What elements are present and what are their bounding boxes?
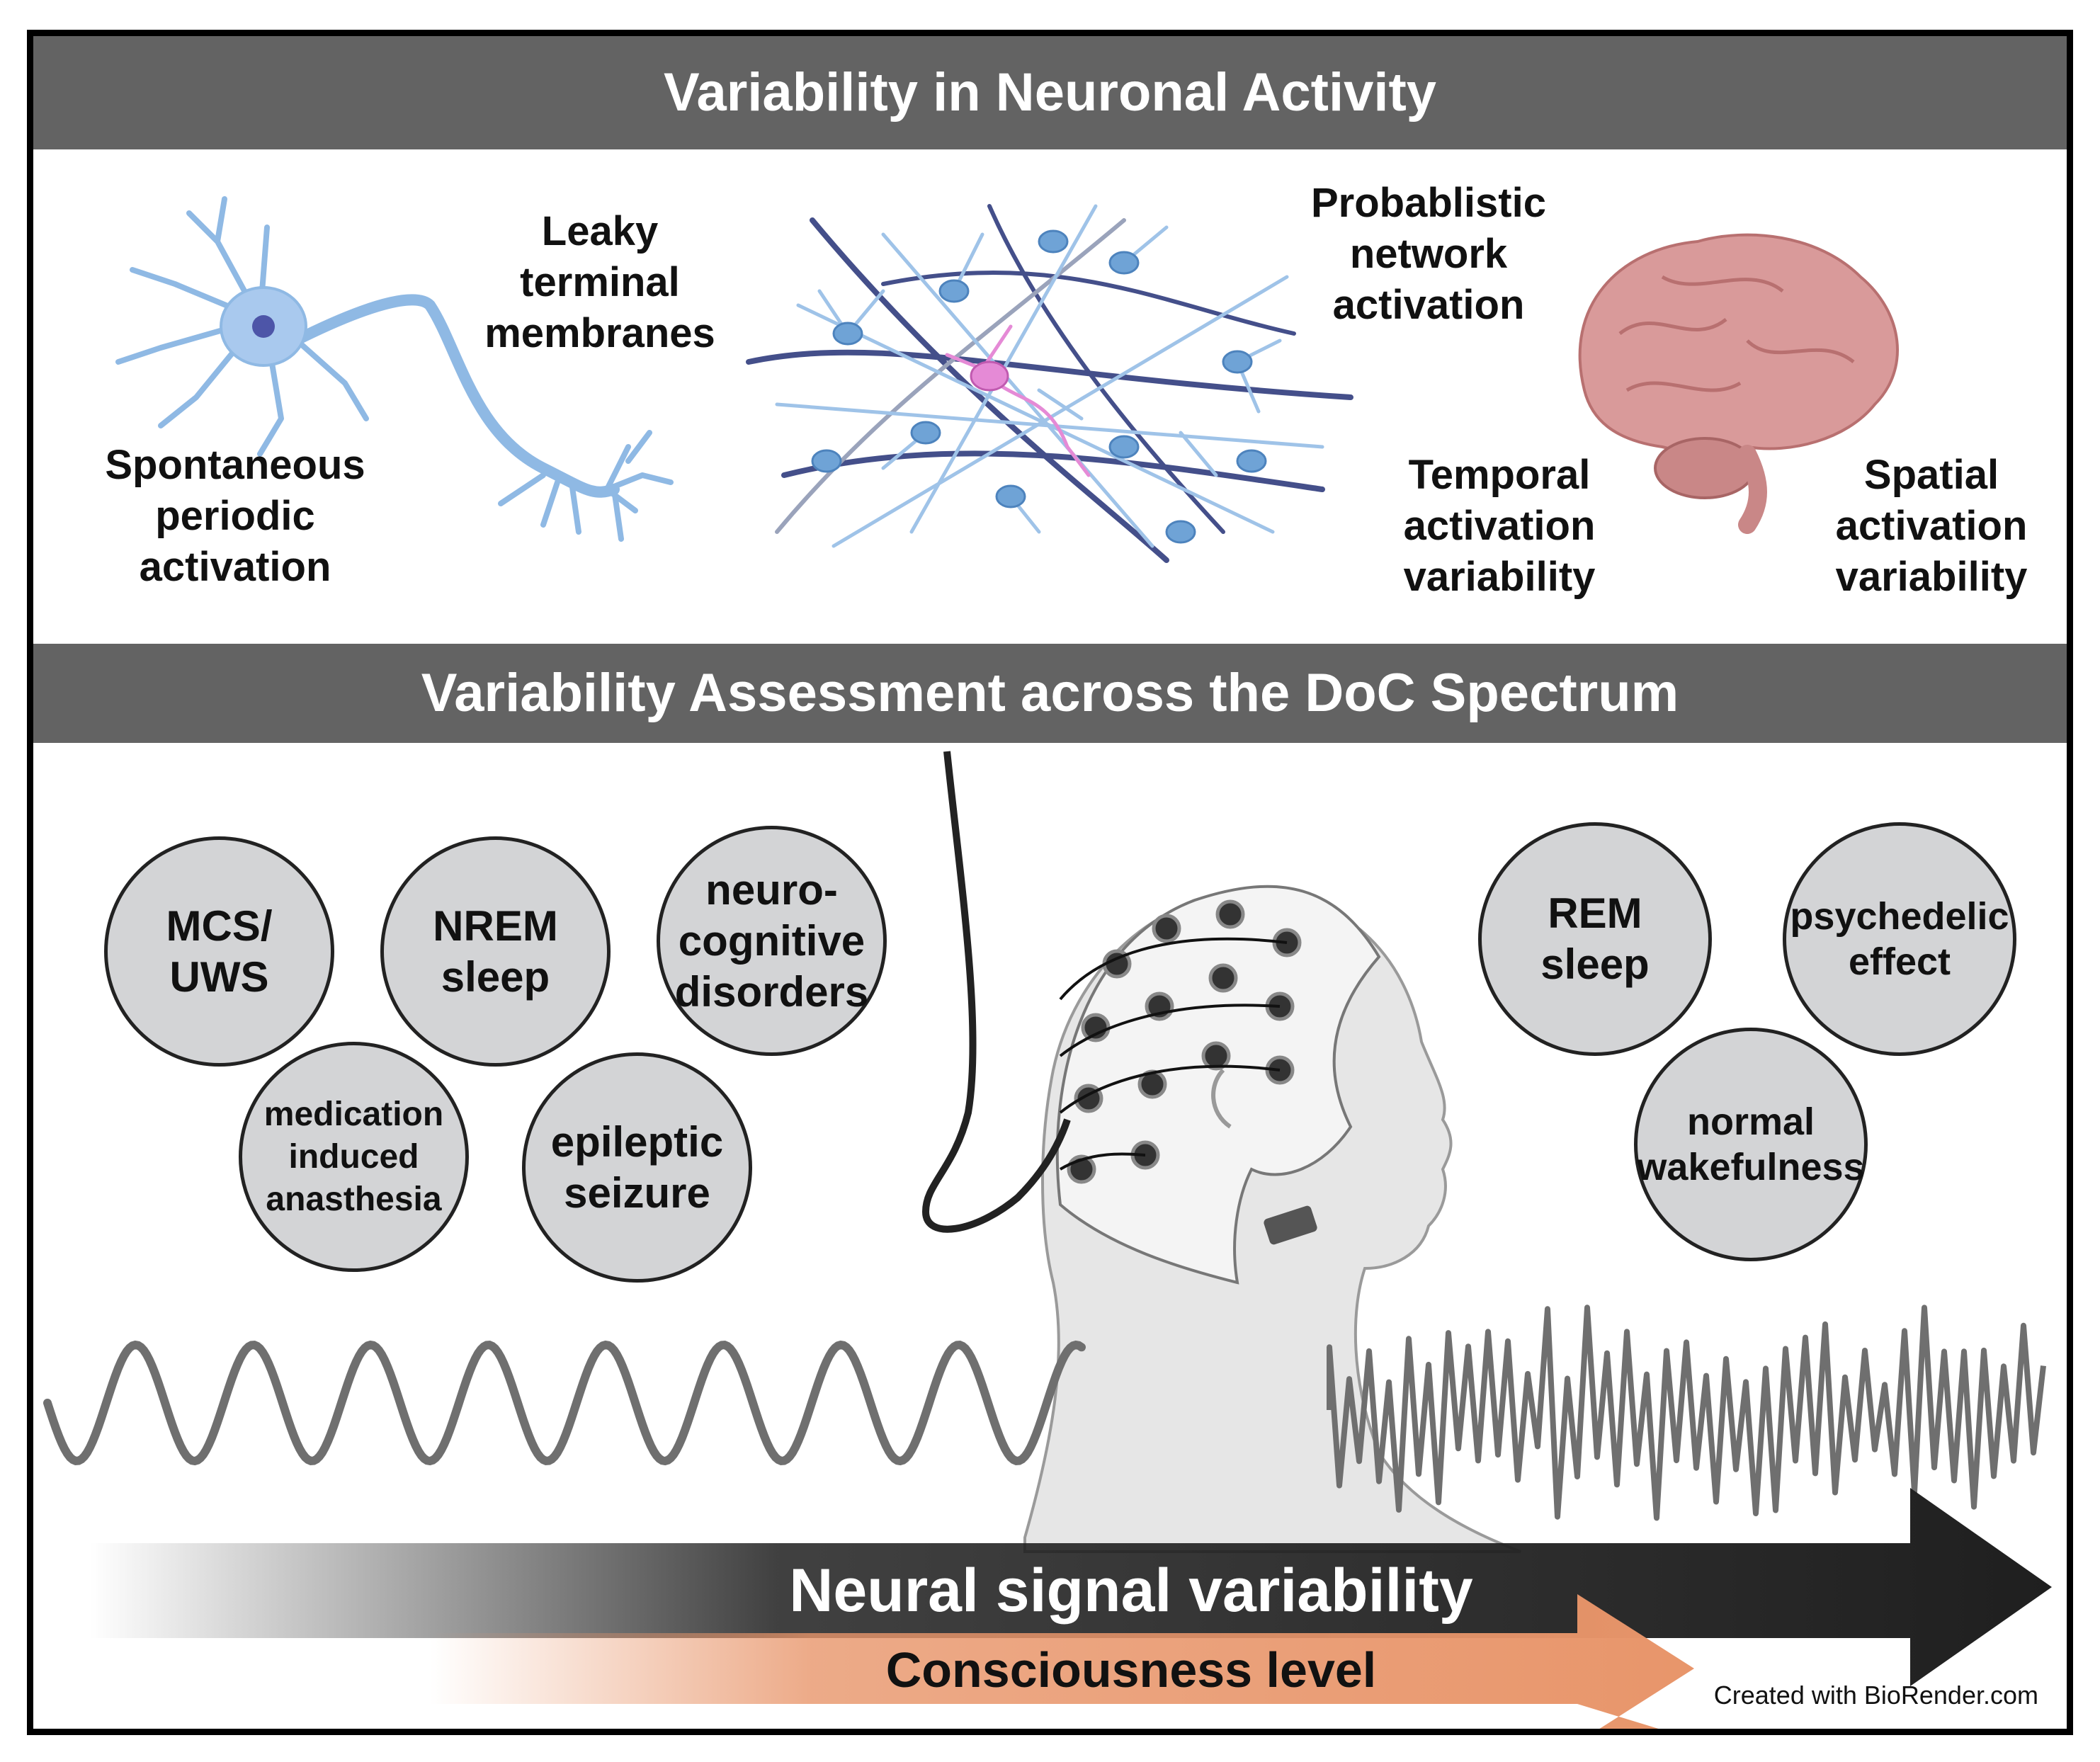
consciousness-arrow-label: Consciousness level xyxy=(885,1642,1377,1698)
bubble-normal-wakefulness: normal wakefulness xyxy=(1634,1028,1868,1261)
credit-text: Created with BioRender.com xyxy=(1713,1681,2038,1710)
label-leaky-membranes: Leaky terminal membranes xyxy=(484,208,715,356)
bubble-medication-anesthesia: medication induced anasthesia xyxy=(239,1042,469,1272)
bubble-nrem-sleep: NREM sleep xyxy=(380,836,611,1067)
eeg-head-icon xyxy=(1023,885,1521,1553)
eeg-cable-icon xyxy=(921,751,1071,1233)
illustration-layer xyxy=(43,196,2052,1729)
high-variability-signal xyxy=(1327,1305,2046,1521)
low-variability-signal xyxy=(43,1340,1086,1466)
consciousness-arrow xyxy=(430,1594,1694,1729)
bubble-mcs-uws: MCS/ UWS xyxy=(104,836,334,1067)
bubble-epileptic-seizure: epileptic seizure xyxy=(522,1052,752,1283)
figure-frame: Variability in Neuronal Activity xyxy=(27,30,2073,1735)
middle-section-title: Variability Assessment across the DoC Sp… xyxy=(33,644,2067,743)
bubble-neurocognitive-disorders: neuro- cognitive disorders xyxy=(657,826,887,1056)
label-probabilistic-activation: Probablistic network activation xyxy=(1311,180,1546,328)
variability-arrow-label: Neural signal variability xyxy=(789,1557,1473,1625)
neuron-icon xyxy=(115,196,674,542)
label-spontaneous-activation: Spontaneous periodic activation xyxy=(105,442,365,590)
label-spatial-variability: Spatial activation variability xyxy=(1835,452,2028,600)
brain-icon xyxy=(1578,233,1900,534)
bubble-psychedelic-effect: psychedelic effect xyxy=(1783,822,2016,1056)
bubble-rem-sleep: REM sleep xyxy=(1478,822,1712,1056)
label-temporal-variability: Temporal activation variability xyxy=(1403,452,1596,600)
top-section-title: Variability in Neuronal Activity xyxy=(33,36,2067,149)
neural-network-icon xyxy=(746,204,1353,563)
